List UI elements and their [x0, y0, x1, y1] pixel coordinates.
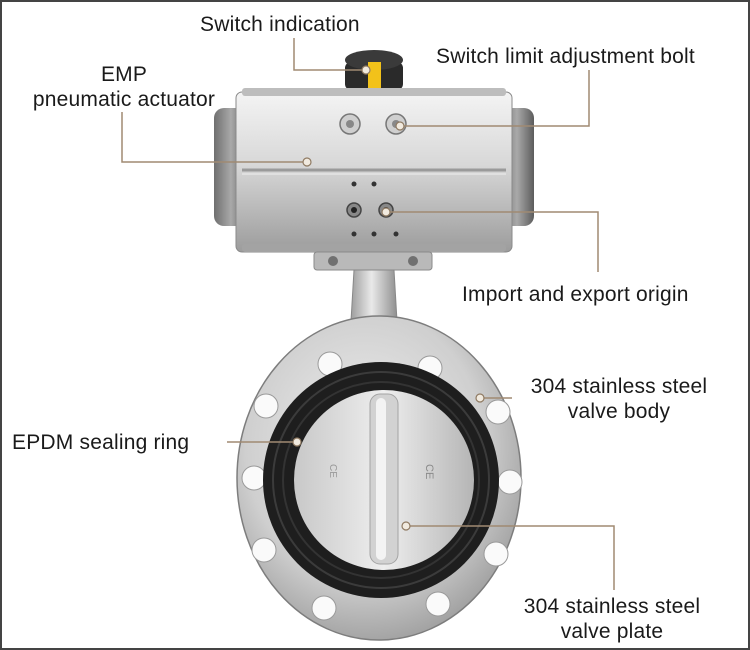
label-actuator-line1: EMP: [100, 63, 148, 86]
label-limit-adjustment-bolt: Switch limit adjustment bolt: [436, 45, 695, 68]
label-valve-plate-line2: valve plate: [560, 620, 664, 643]
switch-indicator: [345, 50, 403, 90]
leader-switch-indication: [293, 38, 366, 71]
label-import-export-origin: Import and export origin: [462, 283, 689, 306]
leader-valve-plate: [406, 525, 615, 590]
label-switch-indication: Switch indication: [200, 13, 360, 36]
label-pneumatic-actuator: EMP pneumatic actuator: [24, 62, 224, 112]
svg-text:CE: CE: [423, 464, 435, 479]
label-actuator-line2: pneumatic actuator: [32, 88, 216, 111]
svg-text:CE: CE: [327, 464, 338, 478]
leader-import-export: [386, 211, 599, 272]
label-valve-plate: 304 stainless steel valve plate: [502, 594, 722, 644]
valve-plate: CE CE: [294, 390, 474, 570]
leader-dots: [292, 65, 485, 531]
pneumatic-actuator-housing: [214, 88, 534, 253]
leader-lines: [121, 38, 615, 590]
label-valve-body-line2: valve body: [567, 400, 671, 423]
label-valve-body: 304 stainless steel valve body: [516, 374, 722, 424]
leader-actuator: [121, 112, 307, 163]
label-valve-body-line1: 304 stainless steel: [530, 375, 708, 398]
label-valve-plate-line1: 304 stainless steel: [523, 595, 701, 618]
label-epdm-sealing-ring: EPDM sealing ring: [12, 431, 190, 454]
leader-limit-bolt: [400, 70, 590, 127]
